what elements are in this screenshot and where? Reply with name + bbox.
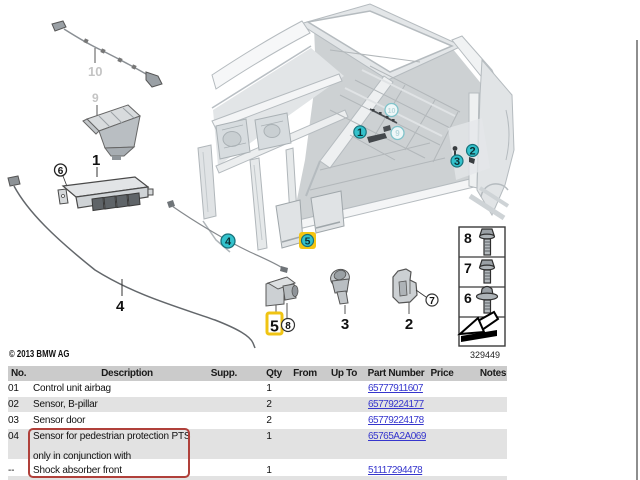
svg-text:6: 6 [58, 166, 64, 177]
svg-text:9: 9 [92, 91, 99, 105]
svg-text:3: 3 [454, 156, 460, 168]
svg-text:5: 5 [270, 319, 279, 336]
svg-text:7: 7 [429, 296, 435, 307]
svg-text:5: 5 [305, 236, 311, 248]
svg-text:329449: 329449 [470, 350, 500, 360]
svg-text:10: 10 [88, 64, 102, 79]
svg-text:8: 8 [464, 230, 472, 246]
svg-text:9: 9 [395, 129, 400, 138]
svg-text:8: 8 [285, 321, 291, 332]
svg-text:6: 6 [464, 290, 472, 306]
svg-text:2: 2 [405, 316, 413, 333]
svg-text:4: 4 [225, 236, 232, 248]
svg-text:4: 4 [116, 298, 125, 315]
svg-text:1: 1 [92, 152, 100, 169]
svg-text:1: 1 [357, 127, 363, 139]
svg-text:7: 7 [464, 260, 472, 276]
svg-text:2: 2 [469, 146, 475, 158]
svg-text:10: 10 [388, 108, 396, 115]
svg-text:3: 3 [341, 316, 349, 333]
